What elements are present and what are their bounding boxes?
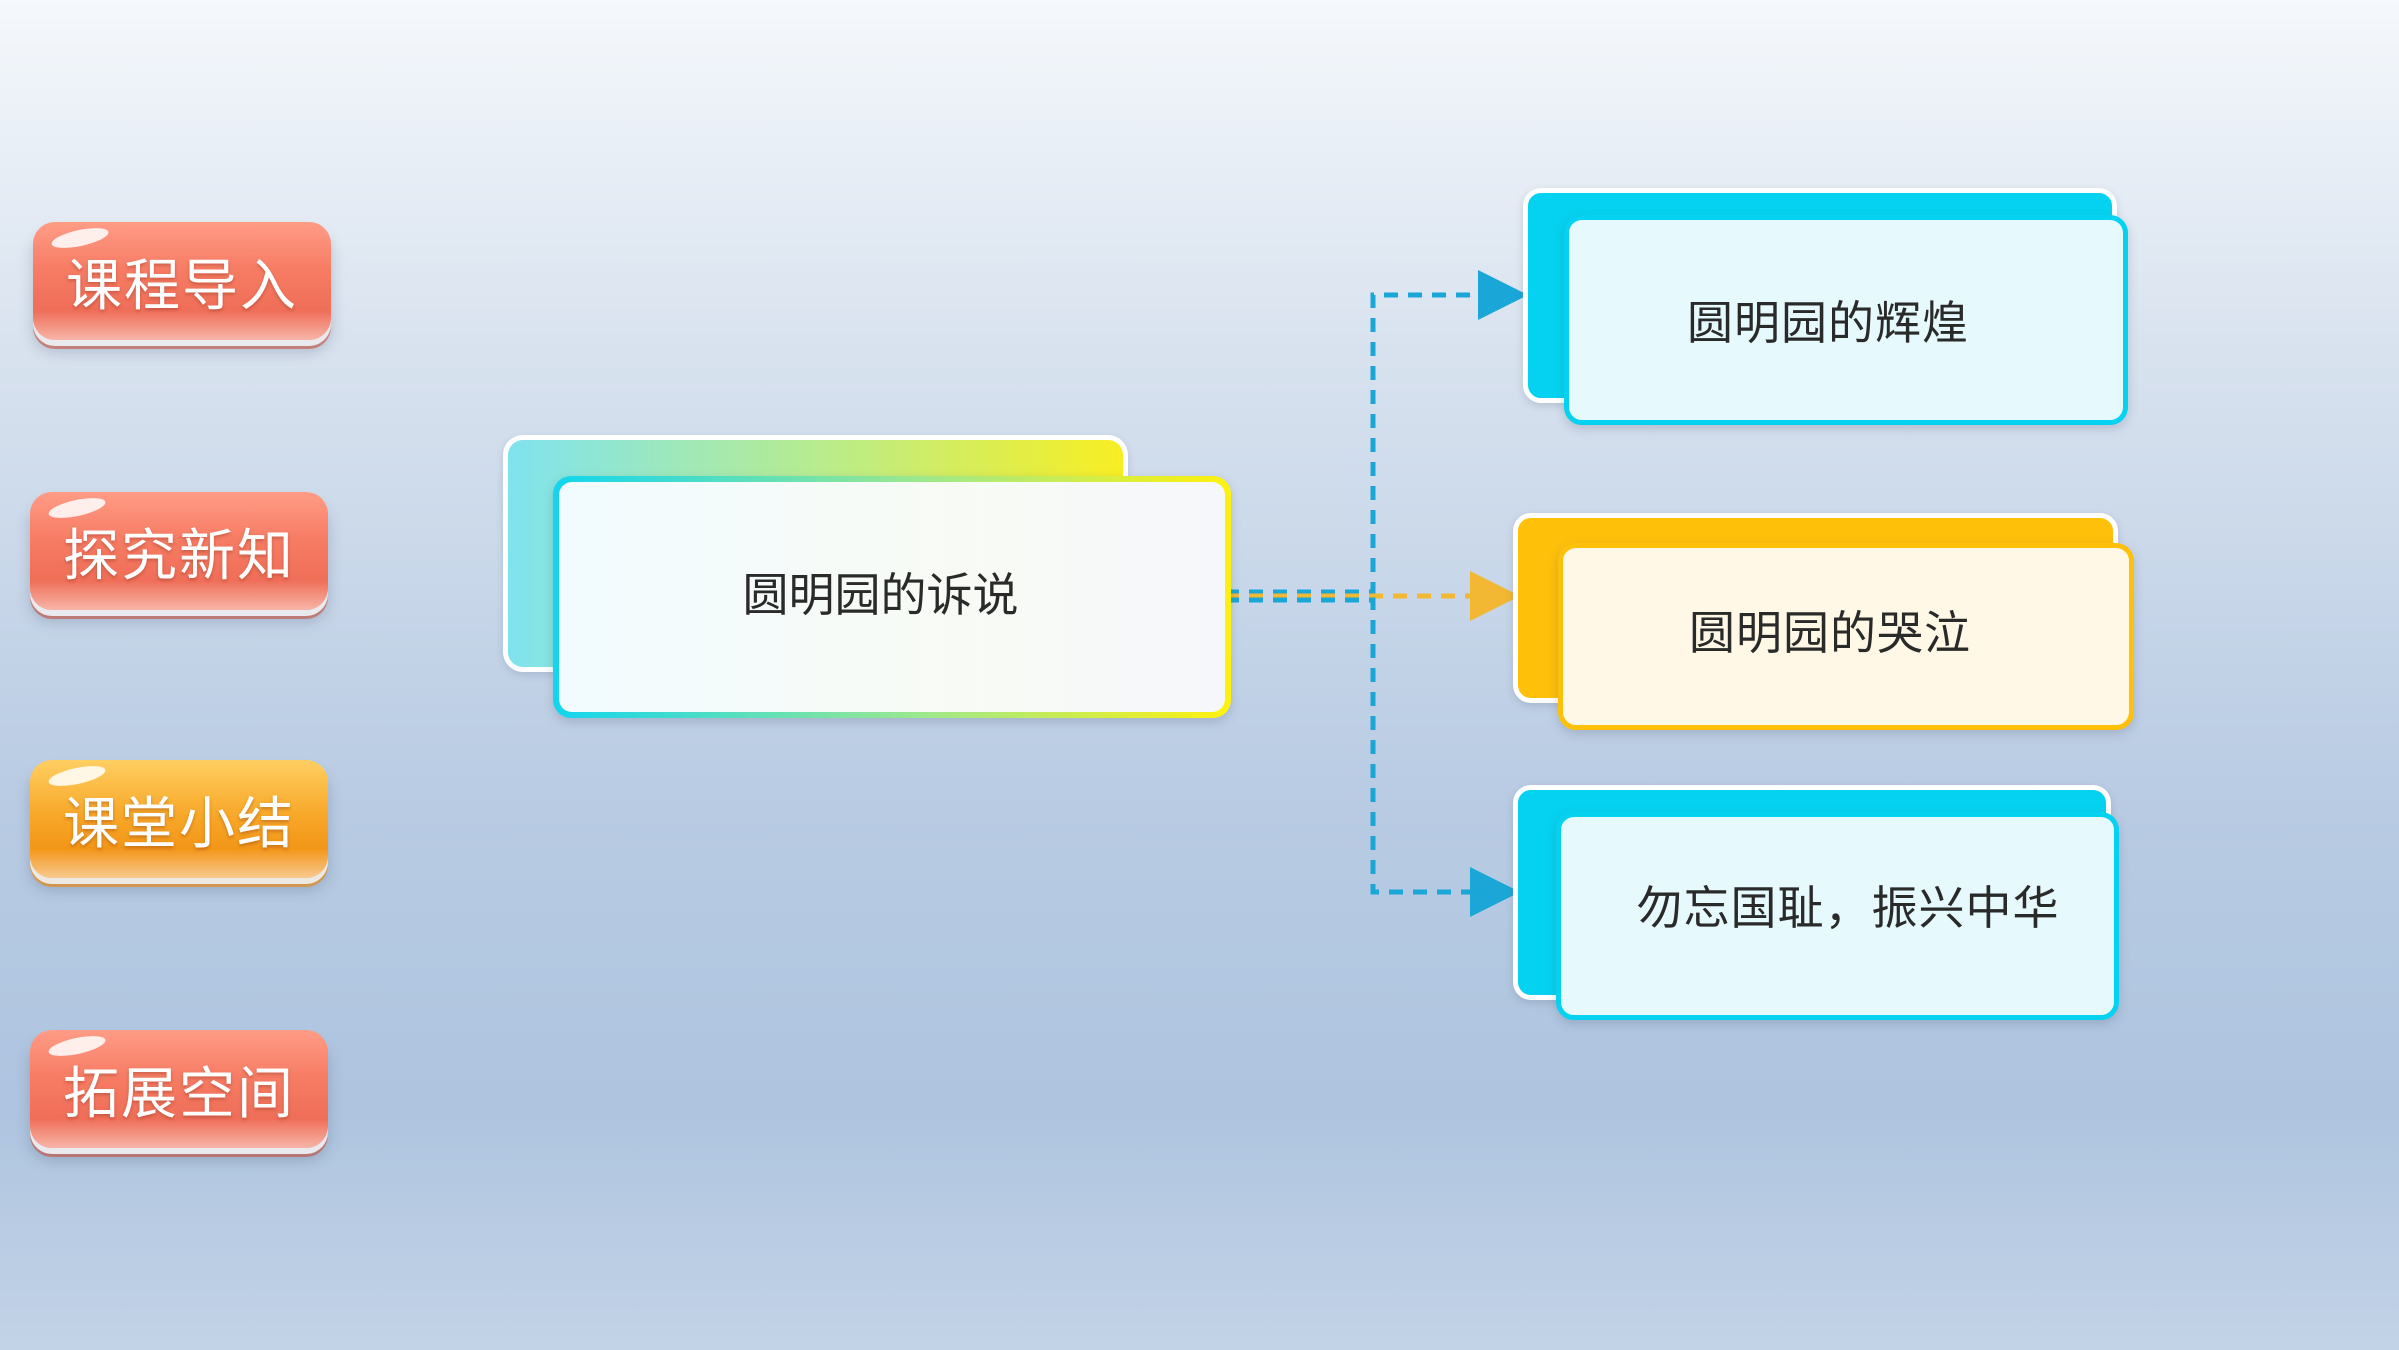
nav-button-label: 探究新知 bbox=[63, 523, 295, 589]
nav-button-label: 课堂小结 bbox=[63, 791, 295, 857]
center-node-label: 圆明园的诉说 bbox=[742, 568, 1019, 622]
branch-node-3[interactable] bbox=[1556, 812, 2119, 1020]
branch-1-label: 圆明园的辉煌 bbox=[1687, 296, 1969, 350]
branch-node-2[interactable] bbox=[1558, 543, 2134, 730]
branch-2-label: 圆明园的哭泣 bbox=[1689, 606, 1971, 660]
connector-to-branch-1 bbox=[1225, 270, 1528, 595]
connector-to-branch-3 bbox=[1225, 597, 1520, 917]
nav-button-label: 拓展空间 bbox=[63, 1061, 295, 1127]
nav-button-explore[interactable]: 探究新知 bbox=[30, 492, 328, 610]
nav-button-extend[interactable]: 拓展空间 bbox=[30, 1030, 328, 1148]
nav-button-label: 课程导入 bbox=[66, 253, 298, 319]
center-node-inner bbox=[559, 482, 1225, 712]
branch-3-label: 勿忘国耻，振兴中华 bbox=[1636, 881, 2060, 935]
nav-button-intro[interactable]: 课程导入 bbox=[33, 222, 331, 340]
nav-button-summary[interactable]: 课堂小结 bbox=[30, 760, 328, 878]
center-node[interactable] bbox=[553, 476, 1231, 718]
branch-node-1[interactable] bbox=[1564, 215, 2128, 425]
